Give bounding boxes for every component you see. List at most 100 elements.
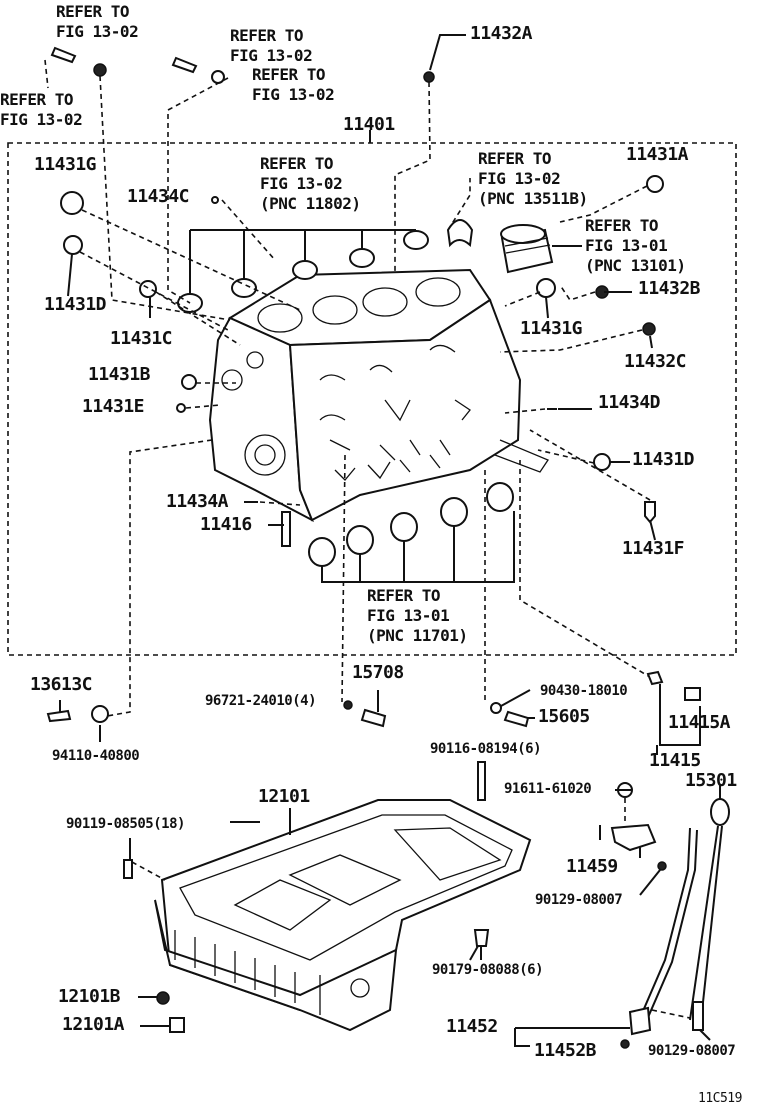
- refer-line: REFER TO: [585, 216, 659, 235]
- part-number-91611: 91611-61020: [504, 781, 592, 797]
- refer-line: REFER TO: [230, 26, 304, 45]
- bracket-11459: [610, 823, 657, 852]
- part-number-15605: 15605: [538, 706, 590, 727]
- plug-11431F: [644, 501, 656, 524]
- bolt-fig1302-mid: [171, 56, 198, 74]
- pin-11434C: [211, 196, 219, 204]
- part-number-90129-b: 90129-08007: [648, 1043, 736, 1059]
- refer-line: FIG 13-02: [478, 169, 561, 188]
- part-number-12101B: 12101B: [58, 986, 121, 1007]
- part-number-90129-a: 90129-08007: [535, 892, 623, 908]
- refer-line: REFER TO: [0, 90, 74, 109]
- pin-13613C: [46, 709, 72, 723]
- part-number-90179: 90179-08088(6): [432, 962, 544, 978]
- part-number-11401: 11401: [343, 114, 395, 135]
- dipstick-guide: [514, 827, 698, 1049]
- refer-fig1301-pnc11701: REFER TO FIG 13-01 (PNC 11701): [367, 586, 468, 646]
- bolt-90129-a: [657, 861, 667, 871]
- piston: [500, 224, 582, 274]
- part-number-11432C: 11432C: [624, 351, 687, 372]
- part-number-11431D-left: 11431D: [44, 294, 107, 315]
- part-number-12101A: 12101A: [62, 1014, 125, 1035]
- plug-11415A: [684, 687, 701, 701]
- refer-line: REFER TO: [367, 586, 441, 605]
- bolt-90116: [477, 761, 486, 801]
- plug-11431C: [139, 280, 157, 298]
- plug-11431D-left: [63, 235, 83, 255]
- bolt-fig1302-left: [50, 46, 77, 64]
- part-number-11431C: 11431C: [110, 328, 173, 349]
- part-number-90430: 90430-18010: [540, 683, 628, 699]
- refer-line: FIG 13-02: [252, 85, 335, 104]
- part-number-15301: 15301: [685, 770, 737, 791]
- part-number-11434C: 11434C: [127, 186, 190, 207]
- refer-line: REFER TO: [260, 154, 334, 173]
- part-number-11431A: 11431A: [626, 144, 689, 165]
- part-number-90116: 90116-08194(6): [430, 741, 542, 757]
- refer-fig1302-pnc11802: REFER TO FIG 13-02 (PNC 11802): [260, 154, 361, 214]
- part-number-11434A: 11434A: [166, 491, 229, 512]
- part-number-11434D: 11434D: [598, 392, 661, 413]
- part-number-11416: 11416: [200, 514, 252, 535]
- washer-94110: [91, 705, 109, 723]
- part-number-11431D-right: 11431D: [632, 449, 695, 470]
- bolt-90129-b: [692, 1001, 704, 1031]
- bolt-90179: [473, 929, 490, 947]
- oil-pan: [154, 799, 532, 1032]
- bolt-90119: [123, 859, 133, 879]
- part-number-11431F: 11431F: [622, 538, 685, 559]
- refer-line: REFER TO: [478, 149, 552, 168]
- part-number-11432B: 11432B: [638, 278, 701, 299]
- refer-fig1302-pnc13511b: REFER TO FIG 13-02 (PNC 13511B): [478, 149, 588, 209]
- plug-11432C: [642, 322, 656, 336]
- refer-line: (PNC 11802): [260, 194, 361, 213]
- figure-id: 11C519: [698, 1091, 742, 1106]
- refer-fig1302-top-mid: REFER TO FIG 13-02: [230, 26, 313, 66]
- part-number-11432A: 11432A: [470, 23, 533, 44]
- cylinder-block: [208, 268, 549, 523]
- refer-line: FIG 13-02: [56, 22, 139, 41]
- part-number-11431B: 11431B: [88, 364, 151, 385]
- refer-line: FIG 13-02: [230, 46, 313, 65]
- refer-line: (PNC 11701): [367, 626, 468, 645]
- washer-90430: [490, 702, 502, 714]
- oil-dipstick: [689, 798, 730, 1031]
- plug-11431G-top: [60, 191, 84, 215]
- leader-lines: [44, 59, 656, 717]
- refer-line: FIG 13-02: [0, 110, 83, 129]
- oil-seal-13511B: [446, 219, 474, 248]
- lower-bearings: [308, 482, 515, 583]
- part-number-11459: 11459: [566, 856, 618, 877]
- part-number-15708: 15708: [352, 662, 404, 683]
- part-number-12101: 12101: [258, 786, 310, 807]
- plug-11431D-right: [593, 453, 611, 471]
- part-number-11452B: 11452B: [534, 1040, 597, 1061]
- part-number-11431G-right: 11431G: [520, 318, 583, 339]
- part-number-90119: 90119-08505(18): [66, 816, 185, 832]
- part-number-11431G-top: 11431G: [34, 154, 97, 175]
- plug-11431E: [176, 403, 186, 413]
- refer-line: REFER TO: [252, 65, 326, 84]
- plug-11432A: [423, 71, 435, 83]
- refer-line: FIG 13-01: [585, 236, 668, 255]
- part-number-94110: 94110-40800: [52, 748, 140, 764]
- part-number-11431E: 11431E: [82, 396, 145, 417]
- plug-11431A: [646, 175, 664, 193]
- label-leaders: [59, 34, 721, 1041]
- plug-11415: [646, 670, 664, 686]
- plug-11431B: [181, 374, 197, 390]
- plug-15605: [503, 710, 530, 728]
- part-number-96721: 96721-24010(4): [205, 693, 317, 709]
- refer-fig1302-mid: REFER TO FIG 13-02: [252, 65, 335, 105]
- stud-11416: [281, 511, 291, 547]
- plug-15708: [360, 708, 387, 728]
- refer-fig1302-left: REFER TO FIG 13-02: [0, 90, 83, 130]
- refer-line: (PNC 13511B): [478, 189, 588, 208]
- plug-12101A: [169, 1017, 185, 1033]
- part-number-11452: 11452: [446, 1016, 498, 1037]
- gasket-12101B: [156, 991, 170, 1005]
- plug-11431G-right: [536, 278, 556, 298]
- refer-line: FIG 13-02: [260, 174, 343, 193]
